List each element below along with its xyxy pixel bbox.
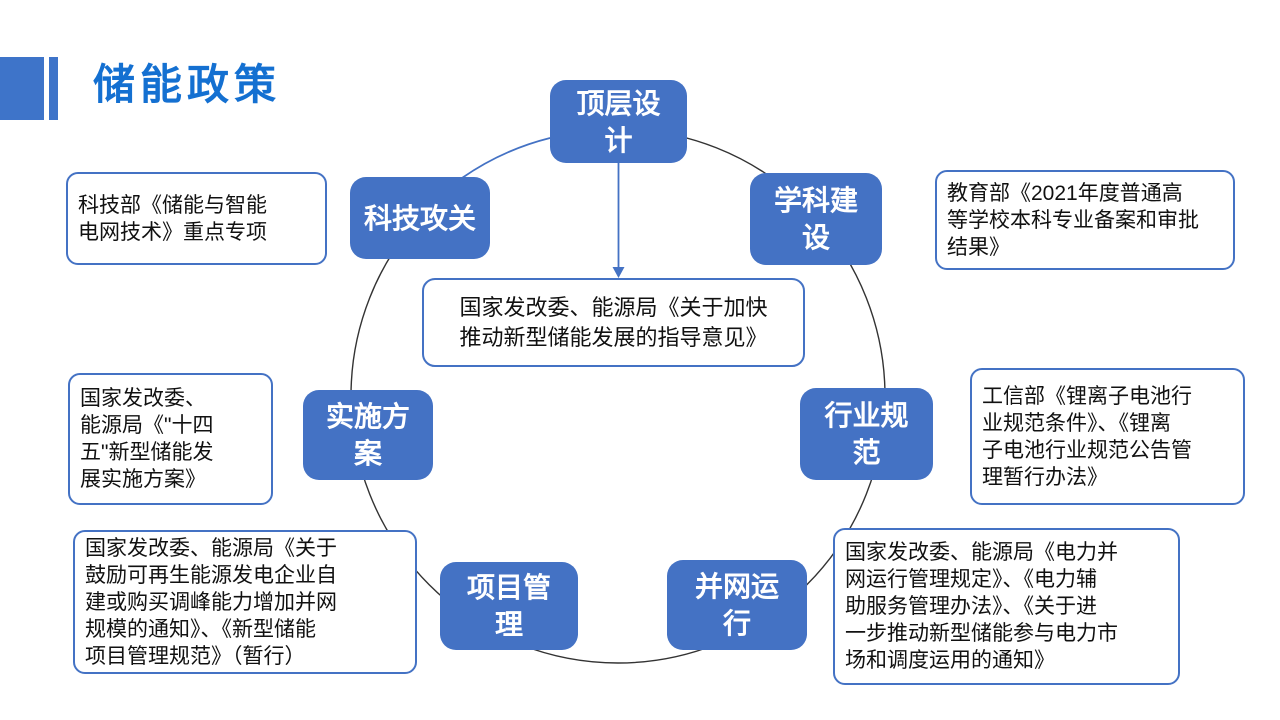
callout-moe-major-approval: 教育部《2021年度普通高等学校本科专业备案和审批结果》 [935,170,1235,270]
callout-most-special-project: 科技部《储能与智能电网技术》重点专项 [66,172,327,265]
title-accent-bar [49,57,58,120]
node-industry-standard: 行业规范 [800,388,933,480]
callout-miit-battery-standards: 工信部《锂离子电池行业规范条件》、《锂离子电池行业规范公告管理暂行办法》 [970,368,1245,505]
node-top-level-design: 顶层设计 [550,80,687,163]
connector-arc [461,137,551,179]
down-arrow-head [612,267,625,278]
node-implementation-plan: 实施方案 [303,390,433,480]
node-tech-research: 科技攻关 [350,177,490,259]
callout-guiding-opinions: 国家发改委、能源局《关于加快推动新型储能发展的指导意见》 [422,278,805,367]
callout-project-management-notices: 国家发改委、能源局《关于鼓励可再生能源发电企业自建或购买调峰能力增加并网规模的通… [73,530,417,674]
callout-ndrc-14th-five-plan: 国家发改委、能源局《"十四五"新型储能发展实施方案》 [68,373,273,505]
node-grid-operation: 并网运行 [667,560,807,650]
page-title: 储能政策 [93,61,282,108]
node-discipline-construction: 学科建设 [750,173,882,265]
callout-grid-operation-notices: 国家发改委、能源局《电力并网运行管理规定》、《电力辅助服务管理办法》、《关于进一… [833,528,1180,685]
connector-arc-casing [460,135,551,181]
title-accent-square [0,57,44,120]
node-project-management: 项目管理 [440,562,578,650]
